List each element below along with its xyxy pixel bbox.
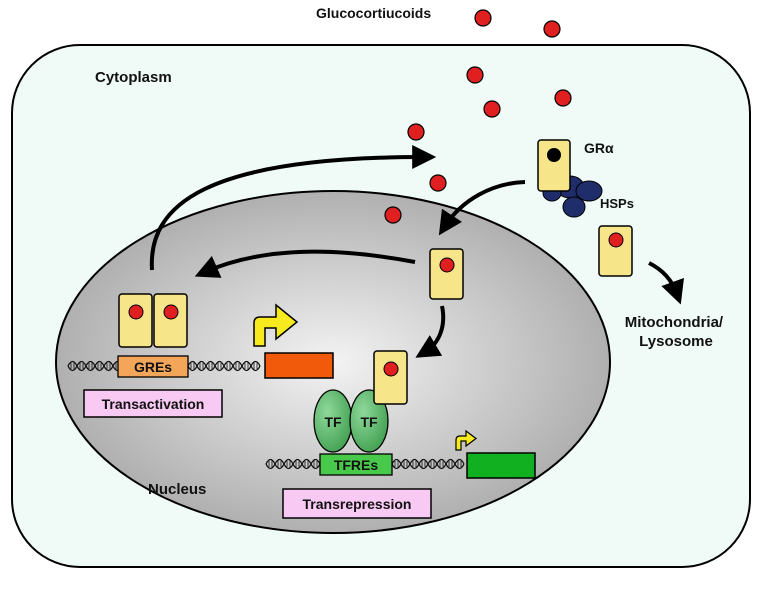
- hsps-label: HSPs: [600, 196, 634, 211]
- hsp-subunit: [562, 196, 586, 218]
- bound-glucocorticoid: [608, 232, 624, 248]
- cytoplasm-label: Cytoplasm: [95, 69, 172, 86]
- glucocorticoid-molecule: [543, 20, 561, 38]
- gr-ligand-complex: [598, 225, 633, 277]
- transactivation-box: [83, 389, 223, 418]
- tfre-box: [319, 453, 393, 476]
- tf-label: TF: [360, 414, 378, 430]
- gr-hsp-complex: [537, 139, 603, 218]
- target-gene-repressed: [466, 452, 536, 479]
- degradation-arrow: [648, 261, 684, 305]
- transcription-arrow-weak: [455, 429, 477, 451]
- glucocorticoid-molecules: [384, 9, 572, 224]
- bound-glucocorticoid: [439, 257, 455, 273]
- nuclear-export-arrow: [149, 145, 437, 271]
- gr-alpha-receptor: [537, 139, 571, 192]
- tfre-label: TFREs: [334, 457, 379, 473]
- glucocorticoid-molecule: [384, 206, 402, 224]
- nuclear-import-arrow: [438, 180, 526, 236]
- tethering-arrow: [415, 305, 446, 358]
- target-gene-activated: [264, 352, 334, 379]
- gr-alpha-label: GRα: [584, 140, 614, 156]
- transrepression-box: [282, 488, 432, 519]
- transcription-arrow-strong: [253, 303, 299, 347]
- gre-binding-arrow: [194, 249, 416, 278]
- tf-protein: [349, 389, 389, 453]
- gr-ligand-complex: [153, 293, 188, 348]
- tf-label: TF: [324, 414, 342, 430]
- mitochondria-lysosome-label: Mitochondria/ Lysosome: [625, 314, 728, 350]
- transactivation-label: Transactivation: [102, 396, 205, 412]
- bound-glucocorticoid: [383, 361, 399, 377]
- glucocorticoid-molecule: [466, 66, 484, 84]
- gre-box: [117, 355, 189, 378]
- gr-ligand-complex: [373, 350, 408, 405]
- glucocorticoid-molecule: [554, 89, 572, 107]
- glucocorticoid-molecule: [474, 9, 492, 27]
- bound-glucocorticoid: [163, 304, 179, 320]
- bound-glucocorticoid: [128, 304, 144, 320]
- nucleus-label: Nucleus: [148, 481, 206, 498]
- gr-ligand-complex: [429, 248, 464, 300]
- glucocorticoids-label: Glucocortiucoids: [316, 5, 431, 21]
- glucocorticoid-molecule: [407, 123, 425, 141]
- gr-dimer: [118, 293, 188, 348]
- glucocorticoid-molecule: [483, 100, 501, 118]
- glucocorticoid-molecule: [429, 174, 447, 192]
- gre-label: GREs: [134, 359, 172, 375]
- gr-ligand-complex: [118, 293, 153, 348]
- transrepression-label: Transrepression: [303, 496, 412, 512]
- empty-binding-site: [547, 148, 561, 162]
- hsp-subunit: [575, 180, 603, 202]
